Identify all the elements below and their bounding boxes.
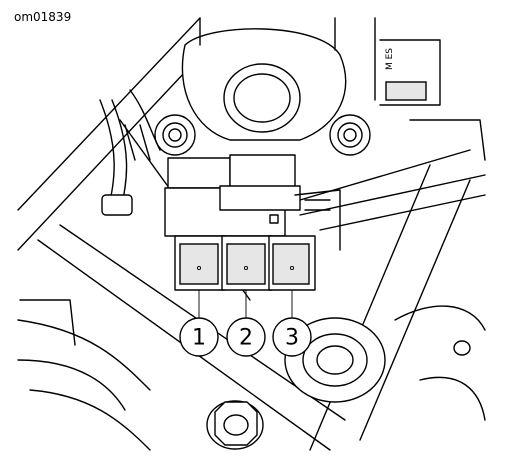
lower-boss (284, 305, 486, 421)
figure-id: om01839 (14, 10, 72, 24)
callout-2-label: 2 (239, 326, 253, 351)
motor-housing: M ES (181, 17, 441, 141)
bottom-bolt (206, 400, 264, 450)
callout-2: 2 (226, 317, 266, 357)
connectors (174, 235, 316, 291)
callout-1: 1 (179, 317, 219, 357)
tubes-and-wires (99, 89, 161, 216)
leader-lines (198, 289, 293, 319)
callout-1-label: 1 (192, 326, 206, 351)
callout-3: 3 (272, 317, 312, 357)
valve-block (164, 154, 341, 251)
part-marking: M ES (385, 48, 395, 70)
callout-3-label: 3 (285, 326, 299, 351)
housing-bolts (154, 114, 371, 188)
